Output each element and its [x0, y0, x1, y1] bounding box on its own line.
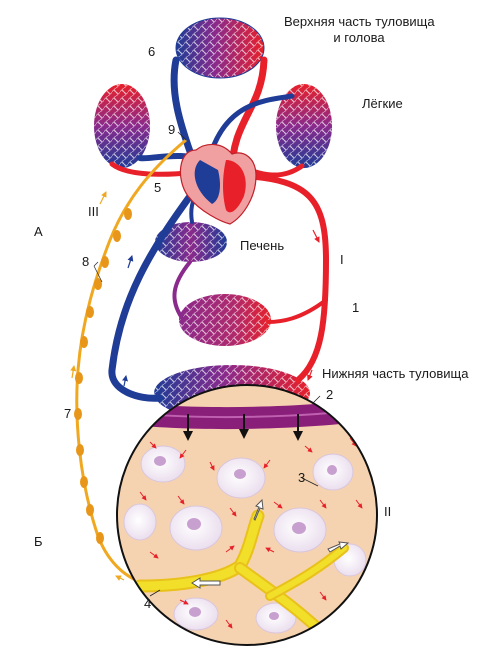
tissue-zoom-circle [117, 385, 377, 645]
upper-body-capillary-bed [175, 17, 265, 79]
label-lower-body: Нижняя часть туловища [322, 366, 469, 381]
label-number-8: 8 [82, 254, 90, 269]
label-number-1: 1 [352, 300, 360, 315]
label-circuit-3: III [88, 204, 99, 219]
label-circuit-1: I [340, 252, 344, 267]
label-section-b: Б [34, 534, 43, 549]
label-number-7: 7 [64, 406, 72, 421]
label-upper-body-2: и голова [333, 30, 385, 45]
label-number-6: 6 [148, 44, 156, 59]
liver-capillary-bed [155, 222, 227, 262]
lymph-vessel [70, 138, 187, 584]
label-number-3: 3 [298, 470, 306, 485]
label-number-9: 9 [168, 122, 176, 137]
label-number-2: 2 [326, 387, 334, 402]
label-section-a: А [34, 224, 43, 239]
label-number-4: 4 [144, 596, 152, 611]
leader-lines [149, 131, 321, 597]
label-liver: Печень [240, 238, 285, 253]
label-lungs: Лёгкие [362, 96, 403, 111]
right-lung-capillary-bed [276, 84, 332, 168]
zoom-circle-outline [116, 384, 378, 646]
label-circuit-2: II [384, 504, 392, 519]
label-number-5: 5 [154, 180, 162, 195]
intestine-capillary-bed [179, 294, 271, 346]
heart [179, 143, 257, 225]
flow-arrows [122, 229, 320, 387]
label-upper-body: Верхняя часть туловища [284, 14, 435, 29]
left-lung-capillary-bed [94, 84, 150, 168]
